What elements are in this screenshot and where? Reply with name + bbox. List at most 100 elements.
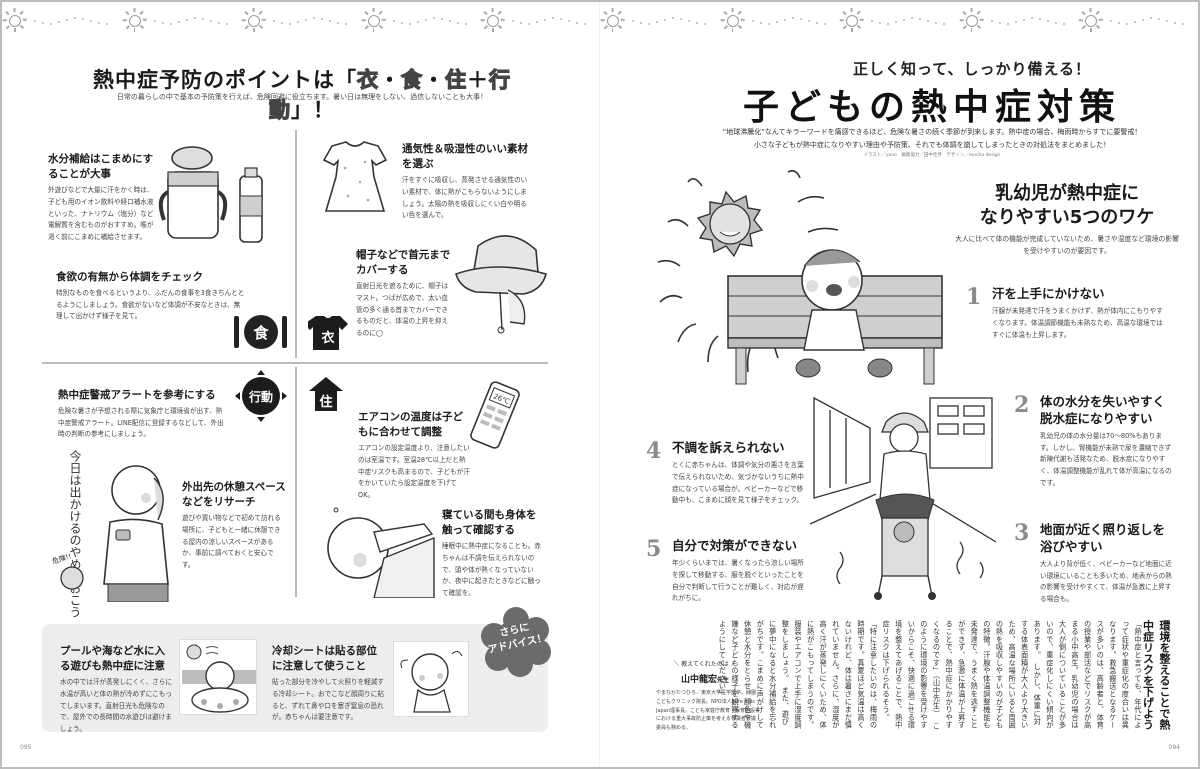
sun-and-child-on-bench-illustration [657,170,943,385]
prevention-subtitle: 日常の暮らしの中で基本の予防策を行えば、危険回避に役立ちます。暑い日は無理をしな… [116,93,488,101]
reason-number: 3 [1014,520,1030,546]
baby-with-cooling-sheet-illustration [393,641,469,717]
five-reasons-subtitle: 大人に比べて体の機能が完成していないため、暑さや湿度など環境の影響を受けやすいの… [955,235,1179,255]
section-body: 危険な暑さが予想される際に気象庁と環境省が出す、熱中症警戒アラート。LINE配信… [58,407,224,439]
section-heading: 外出先の休憩スペースなどをリサーチ [182,481,286,509]
advice-body: 貼った部分を冷やして火照りを軽減する冷却シート。おでこなど顔周りに貼ると、ずれて… [272,678,384,722]
title-suffix: 」！ [291,98,335,122]
section-alert: 熱中症警戒アラートを参考にする 危険な暑さが予想される際に気象庁と環境省が出す、… [58,388,228,441]
title-clothing: 衣 [356,67,379,92]
sun-hat-illustration [455,235,547,334]
sun-border-unit [122,8,242,34]
food-emblem: 食 [244,315,278,349]
expert-honorific: 先生 [717,677,730,684]
food-emblem-label: 食 [253,323,269,342]
dotted-line [1110,16,1192,26]
section-heading: エアコンの温度は子どもに合わせて調整 [358,411,463,439]
advice-body: 水の中では汗が蒸発しにくく、さらに水温が高いと体の熱が冷めずにこもってしまいます… [60,678,172,733]
section-aircon: エアコンの温度は子どもに合わせて調整 エアコンの設定温度より、注意したいのは室温… [358,410,470,501]
section-heading: 熱中症警戒アラートを参考にする [58,389,216,401]
reason-4: 4 不調を訴えられない とくに赤ちゃんは、体調や気分の悪さを言葉で伝えられないた… [646,438,806,507]
reason-5: 5 自分で対策ができない 年少くらいまでは、暑くなったら涼しい場所を探して移動す… [646,536,806,605]
advice-pool: プールや海など水に入る遊びも熱中症に注意 水の中では汗が蒸発しにくく、さらに水温… [60,644,172,735]
section-heading: 食欲の有無から体調をチェック [56,271,203,283]
divider-vertical [295,130,297,358]
section-body: 直射日光を遮るために、帽子はマスト。つばが広めで、太い血管の多く通る首までカバー… [356,282,449,337]
section-body: 特別なものを食べるというより、ふだんの食事を3食きちんととるようにしましょう。食… [56,289,245,321]
column-heading: 環境を整えることで熱中症リスクを下げよう [1141,620,1172,730]
reason-body: 乳幼児の体の水分量は70〜80%もあります。しかし、腎機能が未熟で尿を濃縮できず… [1040,431,1172,488]
clothing-tshirt-emblem: 衣 [308,316,348,350]
section-hat: 帽子などで首元までカバーする 直射日光を遮るために、帽子はマスト。つばが広めで、… [356,248,451,339]
dotted-line [153,16,236,26]
reason-number: 5 [646,536,662,562]
dotted-line [392,16,475,26]
dotted-line [273,16,355,26]
advice-heading: プールや海など水に入る遊びも熱中症に注意 [60,645,165,673]
section-body: 汗をすぐに吸収し、蒸発させる通気性のいい素材で、体に熱がこもらないようにしましょ… [402,176,528,220]
section-heading: 帽子などで首元までカバーする [356,249,451,277]
mother-with-stroller-illustration [810,392,996,602]
smiling-sun-icon [122,8,148,34]
section-body: エアコンの設定温度より、注意したいのは室温です。室温28℃以上だと熱中症リスクも… [358,444,470,499]
child-in-float-ring-illustration [179,639,257,715]
fork-icon [234,316,239,348]
reason-heading: 体の水分を失いやすく脱水症になりやすい [1040,394,1166,426]
sun-border-unit [361,8,481,34]
dotted-line [871,16,953,26]
page-number-left: 095 [20,744,32,751]
title-dot: ・ [423,68,445,92]
sun-border-unit [600,8,720,34]
smiling-sun-icon [2,8,28,34]
expert-bio: やまなかたつひろ／東京大学医学部卒。緑園こどもクリニック院長。NPO法人Safe… [656,690,760,731]
smiling-sun-icon [959,8,985,34]
prevention-points-title: 熱中症予防のポイントは「衣・食・住＋行動」！ [62,64,542,124]
feature-lead: “地球沸騰化”なんてキラーワードを痛感できるほど、危険な暑さの続く季節が到来しま… [662,126,1200,153]
title-dot: ・ [379,68,401,92]
sun-border-unit [720,8,840,34]
action-emblem-label: 行動 [248,389,273,404]
smiling-sun-icon [839,8,865,34]
section-body: 睡眠中に熱中症になることも。赤ちゃんは不調を伝えられないので、頭や体が熱くなって… [442,542,541,597]
reason-heading: 地面が近く照り返しを浴びやすい [1040,522,1166,554]
housing-emblem: 住 [309,377,343,411]
sun-dotted-border [2,6,1198,36]
lead-line: “地球沸騰化”なんてキラーワードを痛感できるほど、危険な暑さの続く季節が到来しま… [722,128,1142,136]
aircon-remote-illustration: 26℃ [470,381,520,449]
reason-number: 2 [1014,392,1030,418]
left-page: 熱中症予防のポイントは「衣・食・住＋行動」！ 日常の暮らしの中で基本の予防策を行… [2,2,600,767]
section-heading: 通気性＆吸湿性のいい素材を選ぶ [402,143,528,171]
reason-number: 4 [646,438,662,464]
title-housing: 住 [444,67,467,92]
reason-3: 3 地面が近く照り返しを浴びやすい 大人より背が低く、ベビーカーなど地面に近い環… [1014,520,1174,606]
section-appetite: 食欲の有無から体調をチェック 特別なものを食べるというより、ふだんの食事を3食き… [56,270,246,323]
feature-kicker: 正しく知って、しっかり備える！ [852,60,1092,78]
title-action: 行動 [268,67,511,122]
lead-line: 小さな子どもが熱中症になりやすい理由や予防策、それでも体調を崩してしまったときの… [753,141,1111,150]
section-body: 外遊びなどで大量に汗をかく時は、子ども用のイオン飲料や経口補水液といった、ナトリ… [48,186,154,241]
sun-border-unit [2,8,122,34]
section-body: 遊びや買い物などで初めて訪れる場所に、子どもと一緒に休憩できる屋内の涼しいスペー… [182,514,281,569]
advice-heading: 冷却シートは貼る部位に注意して使うこと [272,645,377,673]
reason-number: 1 [966,284,982,310]
section-heading: 水分補給はこまめにすることが大事 [48,153,154,181]
page-gutter [599,2,600,767]
page-number-right: 094 [1168,744,1180,751]
extra-advice-badge-cloud [481,607,551,677]
reason-body: 年少くらいまでは、暑くなったら涼しい場所を探して移動する、服を脱ぐといったことを… [672,558,804,603]
feature-title: 子どもの熱中症対策 [742,87,1121,128]
title-food: 食 [400,67,423,92]
dotted-line [512,16,594,26]
section-rest-space: 外出先の休憩スペースなどをリサーチ 遊びや買い物などで初めて訪れる場所に、子ども… [182,480,286,571]
smiling-sun-icon [241,8,267,34]
section-sleep: 寝ている間も身体を触って確認する 睡眠中に熱中症になることも。赤ちゃんは不調を伝… [442,508,542,599]
feature-credit: イラスト／yano 編集協力／田中佳月 デザイン／mocha design [863,153,1001,158]
section-heading: 寝ている間も身体を触って確認する [442,509,537,537]
reason-heading: 自分で対策ができない [672,538,798,553]
reason-2: 2 体の水分を失いやすく脱水症になりやすい 乳幼児の体の水分量は70〜80%もあ… [1014,392,1174,490]
reason-1: 1 汗を上手にかけない 汗腺が未発達で汗をうまくかけず、熱が体内にこもりやすくな… [966,284,1166,341]
column-body: 「熱中症と言っても、年代によって症状や重症化の度合いは異なります。救急搬送となる… [718,620,1143,730]
dotted-line [751,16,834,26]
